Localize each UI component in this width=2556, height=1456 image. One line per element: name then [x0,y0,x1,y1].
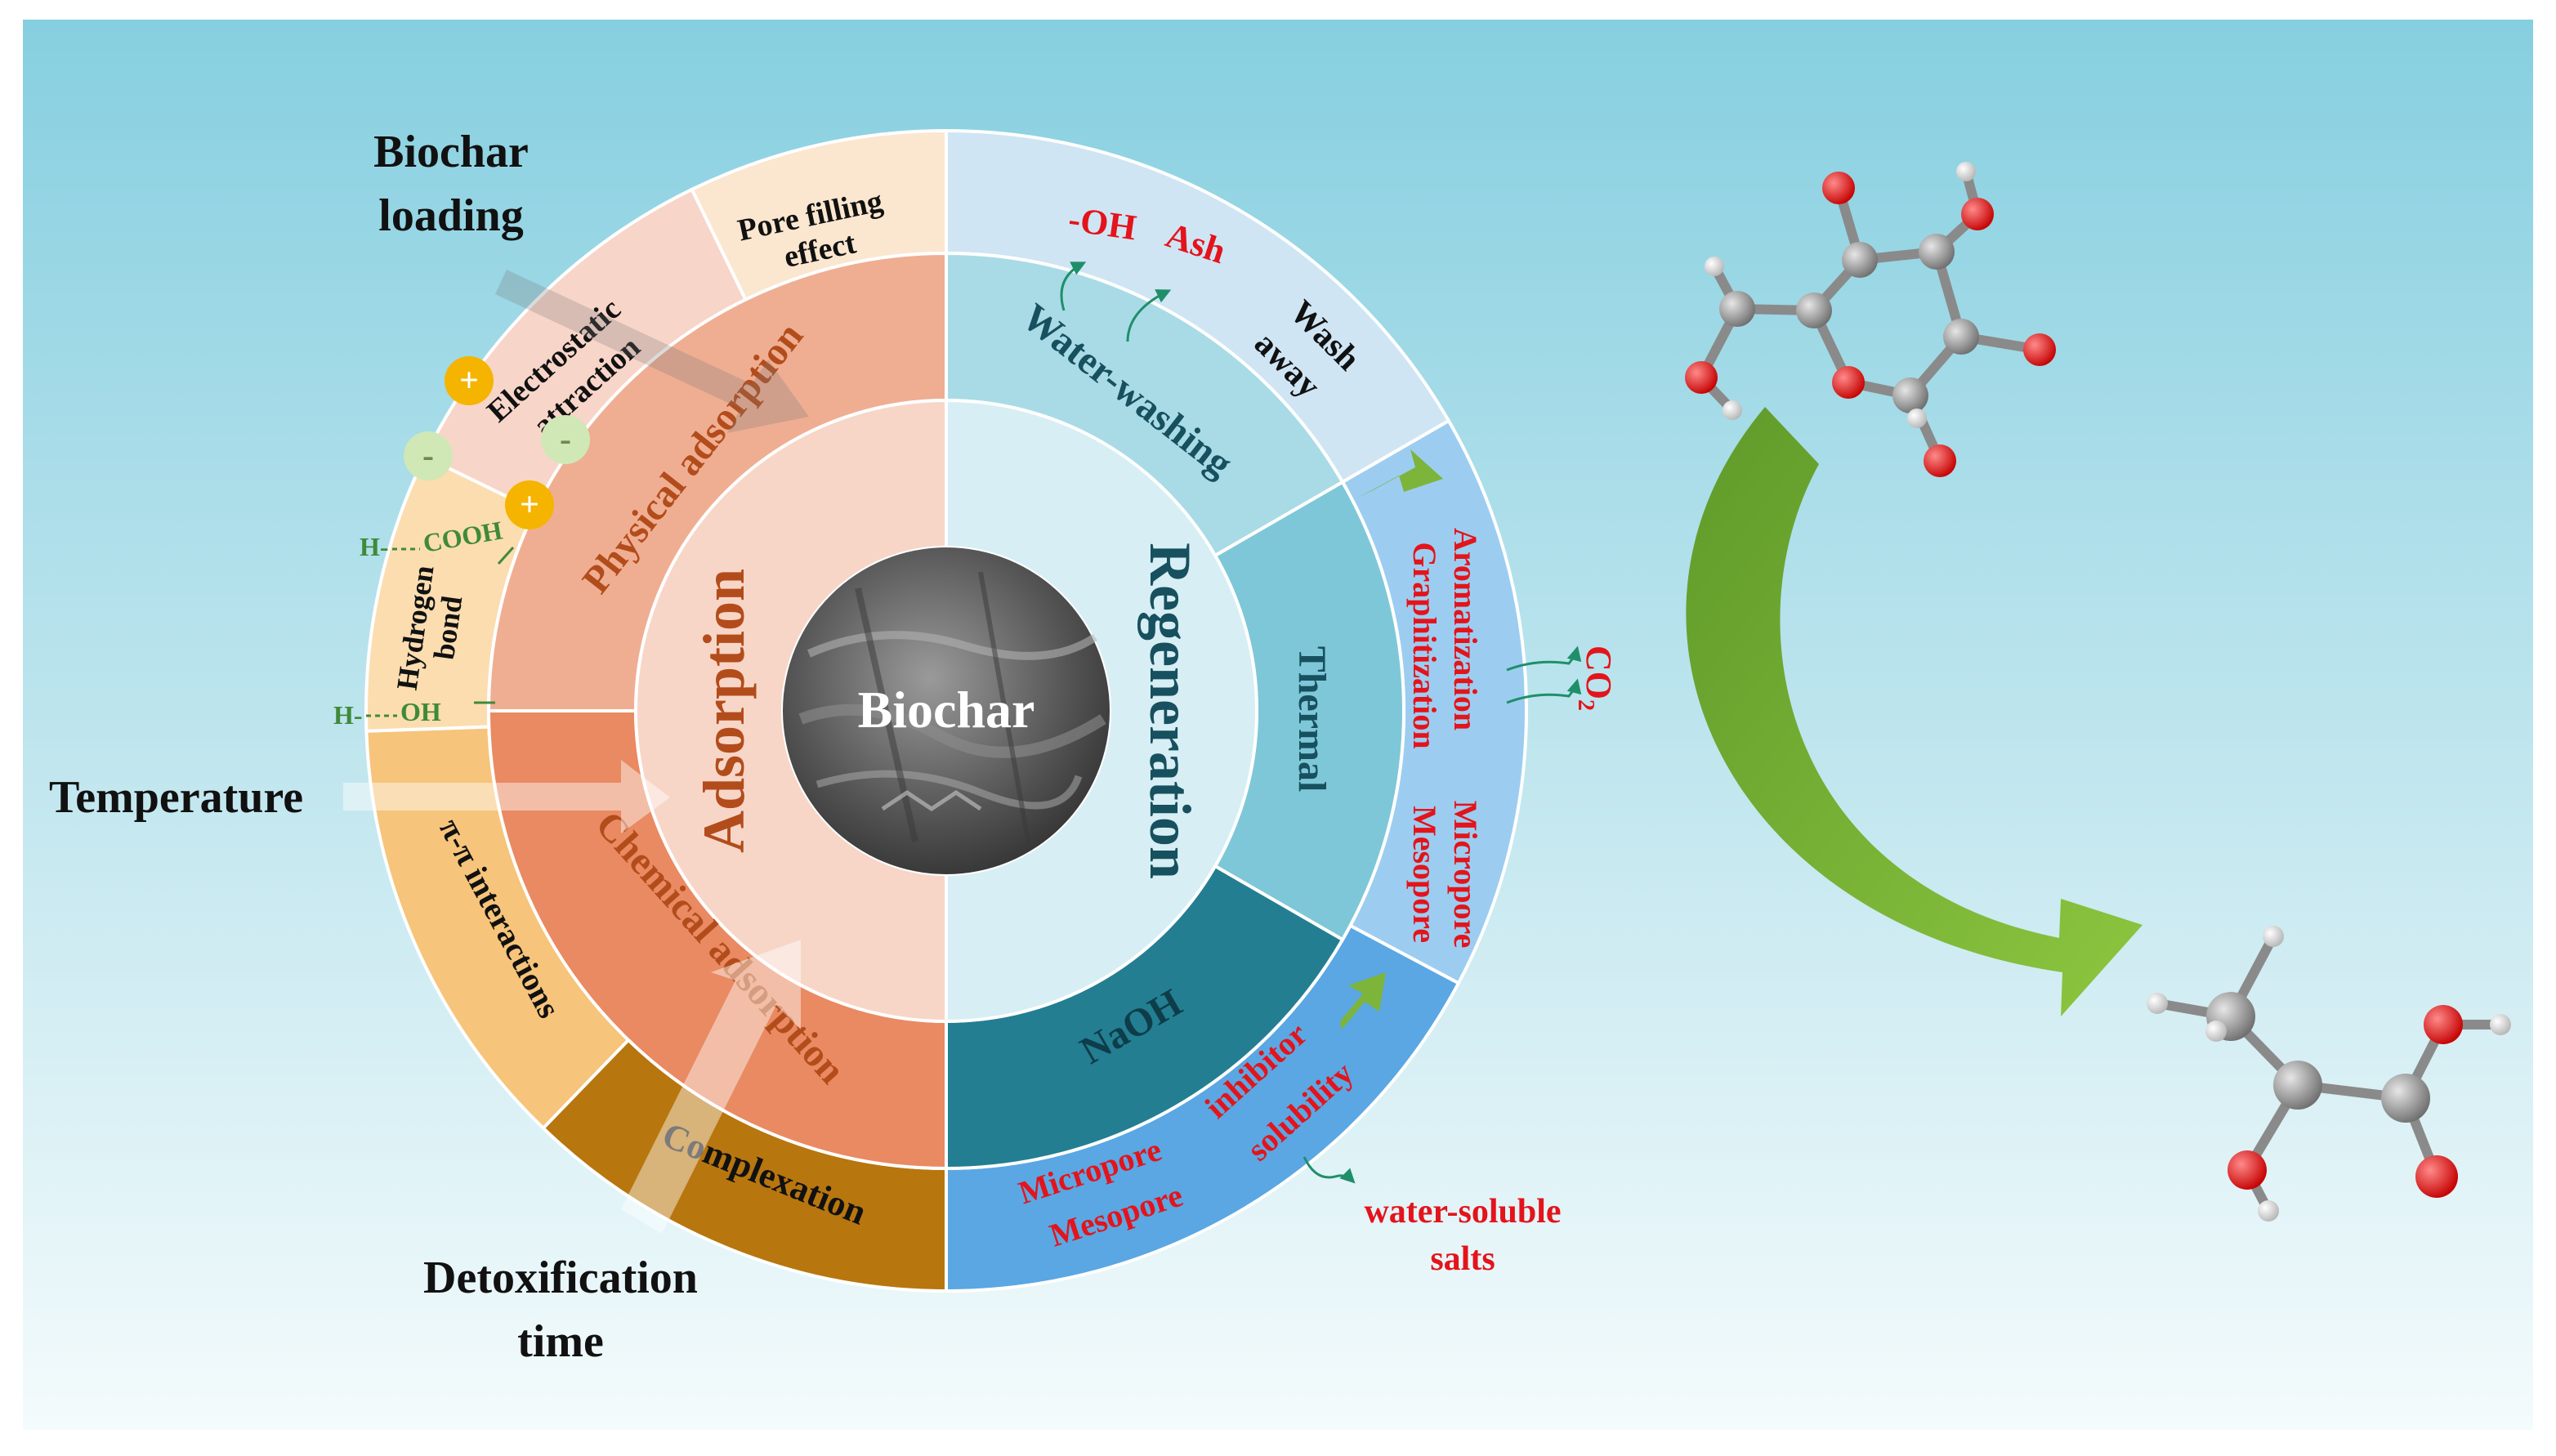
time-arrow [621,940,801,1234]
hbond-h-label-bottom: H- [333,700,363,730]
carbon-atom [1796,293,1832,328]
detox-time-label-2: time [517,1316,604,1367]
hydrogen-atom [2147,993,2168,1014]
carbon-atom [1719,291,1755,327]
glucose-molecule-icon [1685,162,2056,477]
temperature-label: Temperature [49,772,303,823]
thermal-label: Thermal [1290,646,1334,793]
co2-label: CO2 [1573,645,1619,711]
hydrogen-atom [1723,400,1742,420]
hydrogen-atom [1705,257,1724,276]
mesopore-thermal-label: Mesopore [1406,806,1443,943]
biochar-loading-label-1: Biochar [373,127,529,177]
hydrogen-atom [2205,1021,2227,1042]
green-up-arrows [1340,449,1443,1029]
oxygen-atom [1685,361,1718,394]
oxygen-atom [2228,1150,2267,1190]
oxygen-atom [2424,1005,2463,1044]
oxygen-atom [2415,1155,2458,1198]
svg-text:-: - [422,437,434,475]
svg-text:+: + [520,486,539,524]
hydrogen-atom [1907,409,1927,428]
water-soluble-label: water-soluble [1364,1193,1561,1230]
hydrogen-atom [2258,1200,2279,1222]
plus-charge-icon: + [505,480,554,529]
micropore-thermal-label: Micropore [1447,801,1484,949]
regeneration-title: Regeneration [1137,543,1203,879]
oh-label: -OH [1066,199,1139,248]
hbond-h-label-top: H- [360,532,389,561]
adsorption-title: Adsorption [691,569,757,853]
aromatization-label: Aromatization [1447,528,1484,730]
oxygen-atom [1961,198,1994,230]
carbon-atom [2381,1074,2430,1123]
svg-text:+: + [459,362,479,400]
hbond-dashes [366,546,515,717]
biochar-sem-image [783,547,1110,874]
small-output-arrows [1060,261,1582,1184]
oxygen-atom [1924,444,1956,477]
carbon-atom [2273,1061,2322,1110]
center-label: Biochar [858,681,1035,739]
plus-charge-icon: + [445,356,494,405]
conversion-arrow [1686,407,2143,1016]
lactic-acid-molecule-icon [2147,926,2511,1222]
hydrogen-atom [2263,926,2284,947]
factor-arrows [343,270,809,1234]
ring-layer [364,128,1528,1293]
hbond-oh-label: OH [400,697,441,726]
charge-icons: + + - - [404,356,590,529]
minus-charge-icon: - [541,415,590,464]
detox-time-label-1: Detoxification [423,1253,698,1303]
carbon-atom [1943,319,1979,355]
carbon-atom [1919,234,1955,270]
oxygen-atom [1832,366,1865,399]
oxygen-atom [1822,172,1855,204]
hydrogen-atom [1956,162,1976,181]
svg-text:-: - [560,421,571,458]
carbon-atom [1842,242,1878,278]
graphitization-label: Graphitization [1406,542,1443,748]
biochar-loading-label-2: loading [378,190,523,241]
salts-label: salts [1430,1240,1495,1278]
hydrogen-atom [2490,1014,2511,1035]
loading-arrow [495,270,809,433]
temperature-arrow [343,760,670,833]
minus-charge-icon: - [404,431,453,480]
carbon-atom [1892,377,1928,413]
oxygen-atom [2023,333,2056,366]
